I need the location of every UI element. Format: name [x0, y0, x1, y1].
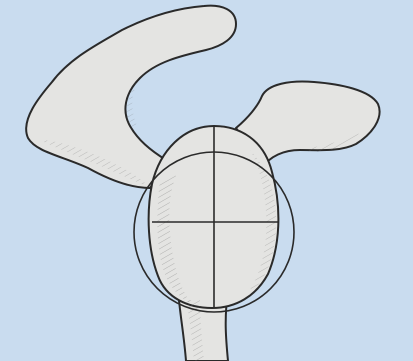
scapula-glenoid-illustration [0, 0, 413, 361]
figure-stage [0, 0, 413, 361]
